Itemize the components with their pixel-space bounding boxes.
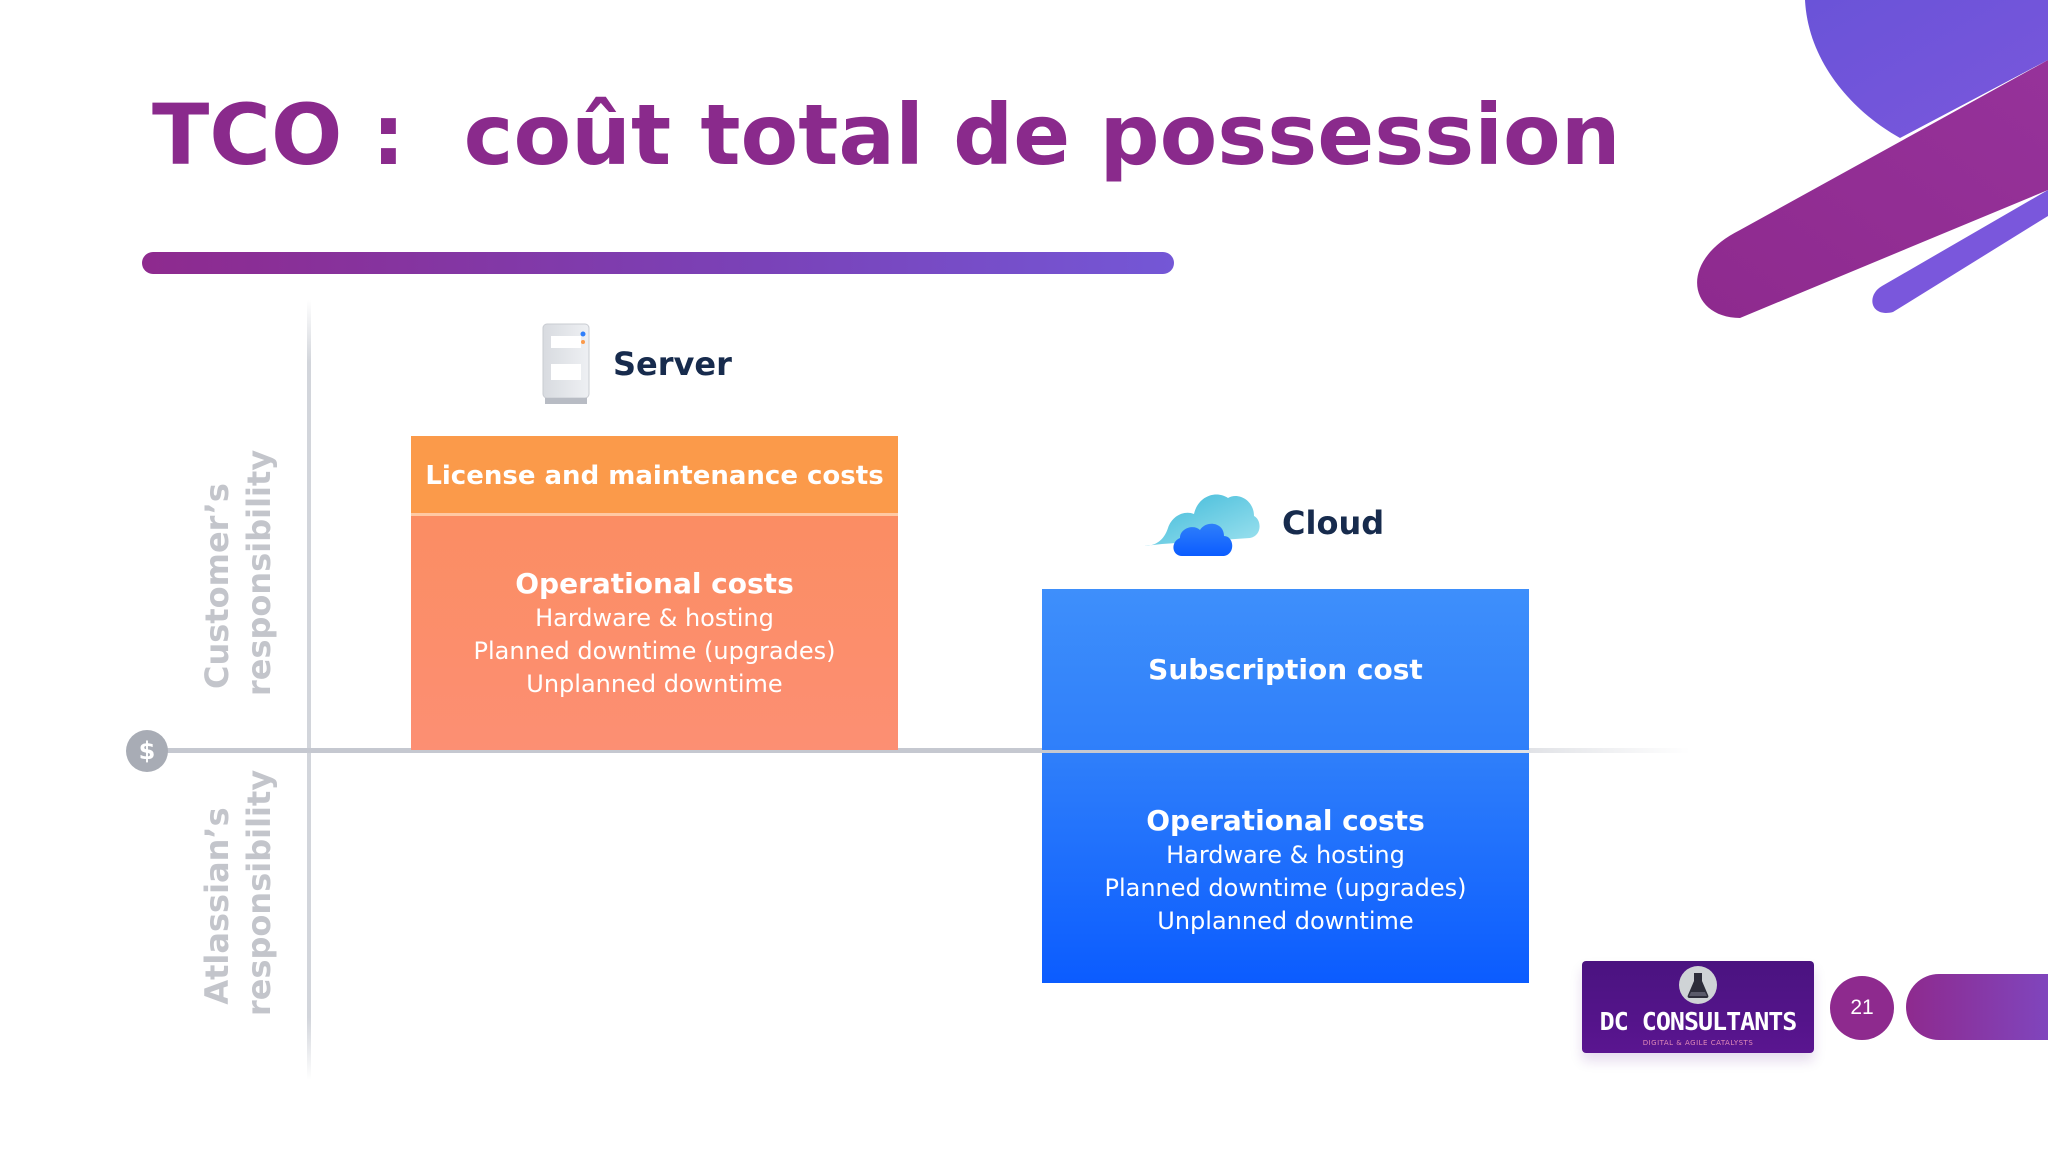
atlassian-label-line2: responsibility bbox=[240, 769, 278, 1016]
atlassian-label-line1: Atlassian’s bbox=[198, 807, 236, 1005]
customer-responsibility-label: Customer’s responsibility bbox=[196, 449, 280, 696]
server-ops-title: Operational costs bbox=[515, 567, 794, 600]
server-label: Server bbox=[613, 345, 732, 383]
cloud-header: Cloud bbox=[1142, 486, 1384, 560]
customer-label-line1: Customer’s bbox=[198, 483, 236, 689]
atlassian-responsibility-label: Atlassian’s responsibility bbox=[196, 769, 280, 1016]
cloud-icon bbox=[1144, 494, 1260, 556]
horizontal-axis bbox=[150, 748, 1690, 753]
vertical-axis bbox=[307, 300, 311, 1080]
dollar-icon: $ bbox=[126, 730, 168, 772]
page-number: 21 bbox=[1830, 976, 1894, 1040]
logo-tagline: DIGITAL & AGILE CATALYSTS bbox=[1642, 1039, 1754, 1047]
cloud-label: Cloud bbox=[1282, 504, 1385, 542]
server-header: Server bbox=[541, 322, 732, 406]
server-operational-costs-box: Operational costs Hardware & hosting Pla… bbox=[411, 516, 898, 750]
flask-icon bbox=[1679, 966, 1717, 1004]
cloud-ops-line: Hardware & hosting bbox=[1166, 841, 1405, 869]
title-underline bbox=[142, 252, 1174, 274]
server-ops-line: Hardware & hosting bbox=[535, 604, 774, 632]
dc-consultants-logo: DC CONSULTANTS DIGITAL & AGILE CATALYSTS bbox=[1582, 961, 1814, 1053]
customer-label-line2: responsibility bbox=[240, 449, 278, 696]
license-maintenance-box: License and maintenance costs bbox=[411, 436, 898, 516]
page-title: TCO : coût total de possession bbox=[152, 86, 1621, 184]
cloud-operational-costs-box: Operational costs Hardware & hosting Pla… bbox=[1042, 753, 1529, 983]
subscription-cost-box: Subscription cost bbox=[1042, 589, 1529, 750]
server-icon bbox=[542, 323, 590, 404]
cloud-ops-title: Operational costs bbox=[1146, 804, 1425, 837]
cloud-ops-line: Planned downtime (upgrades) bbox=[1104, 874, 1467, 902]
server-ops-line: Unplanned downtime bbox=[526, 670, 783, 698]
server-ops-line: Planned downtime (upgrades) bbox=[473, 637, 836, 665]
decorative-pill bbox=[1906, 974, 2048, 1040]
logo-name: DC CONSULTANTS bbox=[1599, 1007, 1798, 1036]
cloud-ops-line: Unplanned downtime bbox=[1157, 907, 1414, 935]
